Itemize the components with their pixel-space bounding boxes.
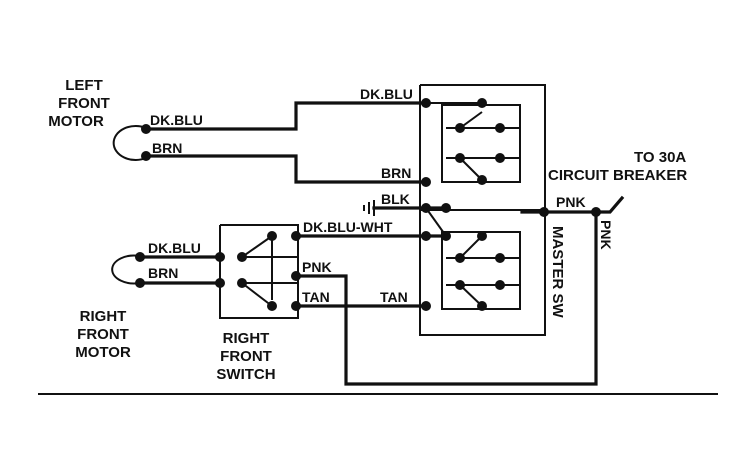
circuit-breaker-label-line1: TO 30A — [634, 149, 686, 166]
wire-label-left-dkblu: DK.BLU — [150, 112, 203, 128]
wire-left-dkblu — [144, 101, 428, 131]
left-front-motor-label: LEFT FRONT MOTOR — [48, 77, 110, 130]
wire-label-tan-switch: TAN — [302, 289, 330, 305]
junction-dots — [135, 98, 601, 311]
wire-label-master-dkblu: DK.BLU — [360, 86, 413, 102]
wire-label-left-brn: BRN — [152, 140, 182, 156]
left-motor-label-line3: MOTOR — [48, 113, 104, 130]
master-switch-contacts — [425, 102, 520, 307]
left-motor-label-line1: LEFT — [65, 77, 103, 94]
right-motor-label-line2: FRONT — [77, 326, 129, 343]
right-front-switch — [219, 224, 299, 319]
wire-label-pnk-switch: PNK — [302, 259, 332, 275]
wire-pnk-loop — [294, 210, 598, 386]
wire-label-tan-master: TAN — [380, 289, 408, 305]
right-switch-label-line1: RIGHT — [223, 330, 270, 347]
left-front-motor — [112, 125, 147, 161]
ground-icon — [363, 200, 375, 216]
wire-label-dkblu-wht: DK.BLU-WHT — [303, 219, 393, 235]
master-switch-label: MASTER SW — [549, 226, 566, 319]
wire-label-right-brn: BRN — [148, 265, 178, 281]
wire-label-pnk-vertical: PNK — [598, 220, 614, 250]
circuit-breaker-label-line2: CIRCUIT BREAKER — [548, 167, 687, 184]
right-switch-contacts — [241, 235, 298, 307]
wire-left-brn — [144, 154, 428, 184]
right-front-switch-label: RIGHT FRONT SWITCH — [216, 330, 275, 383]
right-front-motor-label: RIGHT FRONT MOTOR — [75, 308, 131, 361]
right-motor-label-line3: MOTOR — [75, 344, 131, 361]
wire-label-master-brn: BRN — [381, 165, 411, 181]
right-front-motor — [111, 254, 141, 285]
circuit-breaker-label: TO 30A CIRCUIT BREAKER — [548, 149, 687, 184]
right-motor-label-line1: RIGHT — [80, 308, 127, 325]
master-switch — [419, 84, 546, 336]
wire-pnk-master — [520, 195, 625, 214]
right-switch-label-line2: FRONT — [220, 348, 272, 365]
wire-label-blk: BLK — [381, 191, 410, 207]
wire-label-pnk-master: PNK — [556, 194, 586, 210]
wire-label-right-dkblu: DK.BLU — [148, 240, 201, 256]
left-motor-label-line2: FRONT — [58, 95, 110, 112]
right-switch-label-line3: SWITCH — [216, 366, 275, 383]
